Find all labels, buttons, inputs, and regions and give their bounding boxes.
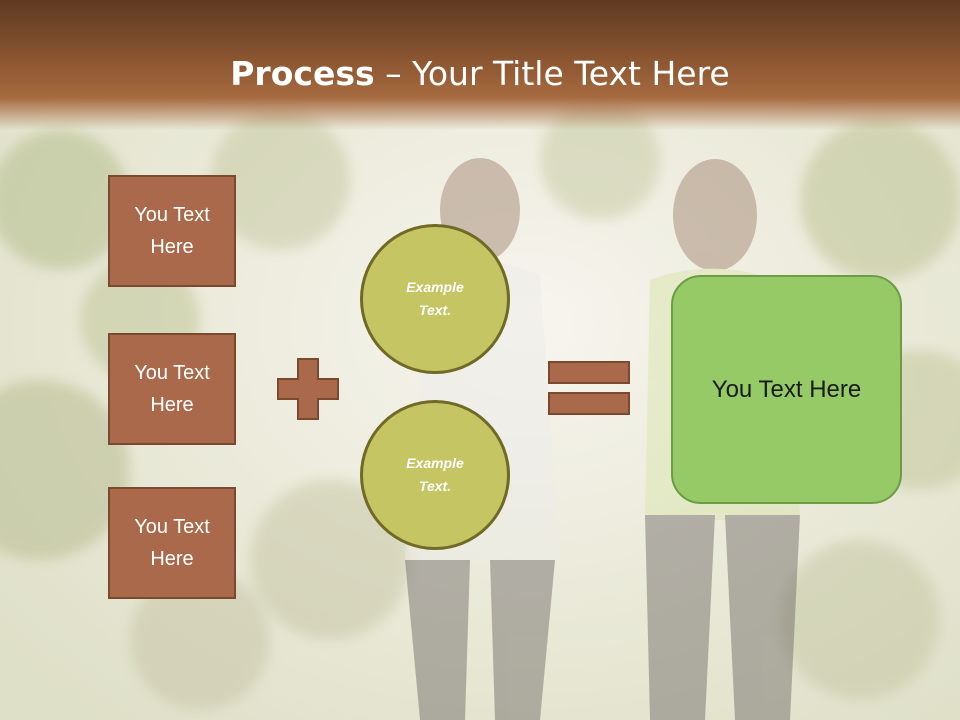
title-bar xyxy=(0,0,960,130)
equals-sign-icon xyxy=(548,361,630,415)
input-box-2[interactable]: You Text Here xyxy=(108,333,236,445)
input-box-1-text: You Text Here xyxy=(134,204,210,258)
result-box-text: You Text Here xyxy=(711,375,862,403)
title-rest: – Your Title Text Here xyxy=(374,54,730,93)
input-box-3-text: You Text Here xyxy=(134,516,210,570)
example-circle-1-text: Example Text. xyxy=(406,279,464,318)
slide-title: Process – Your Title Text Here xyxy=(0,52,960,96)
example-circle-2-text: Example Text. xyxy=(406,455,464,494)
input-box-3[interactable]: You Text Here xyxy=(108,487,236,599)
input-box-2-text: You Text Here xyxy=(134,362,210,416)
example-circle-2[interactable]: Example Text. xyxy=(360,400,510,550)
input-box-1[interactable]: You Text Here xyxy=(108,175,236,287)
title-bold: Process xyxy=(230,54,375,93)
result-box[interactable]: You Text Here xyxy=(671,275,902,504)
plus-sign-icon xyxy=(277,358,339,420)
example-circle-1[interactable]: Example Text. xyxy=(360,224,510,374)
